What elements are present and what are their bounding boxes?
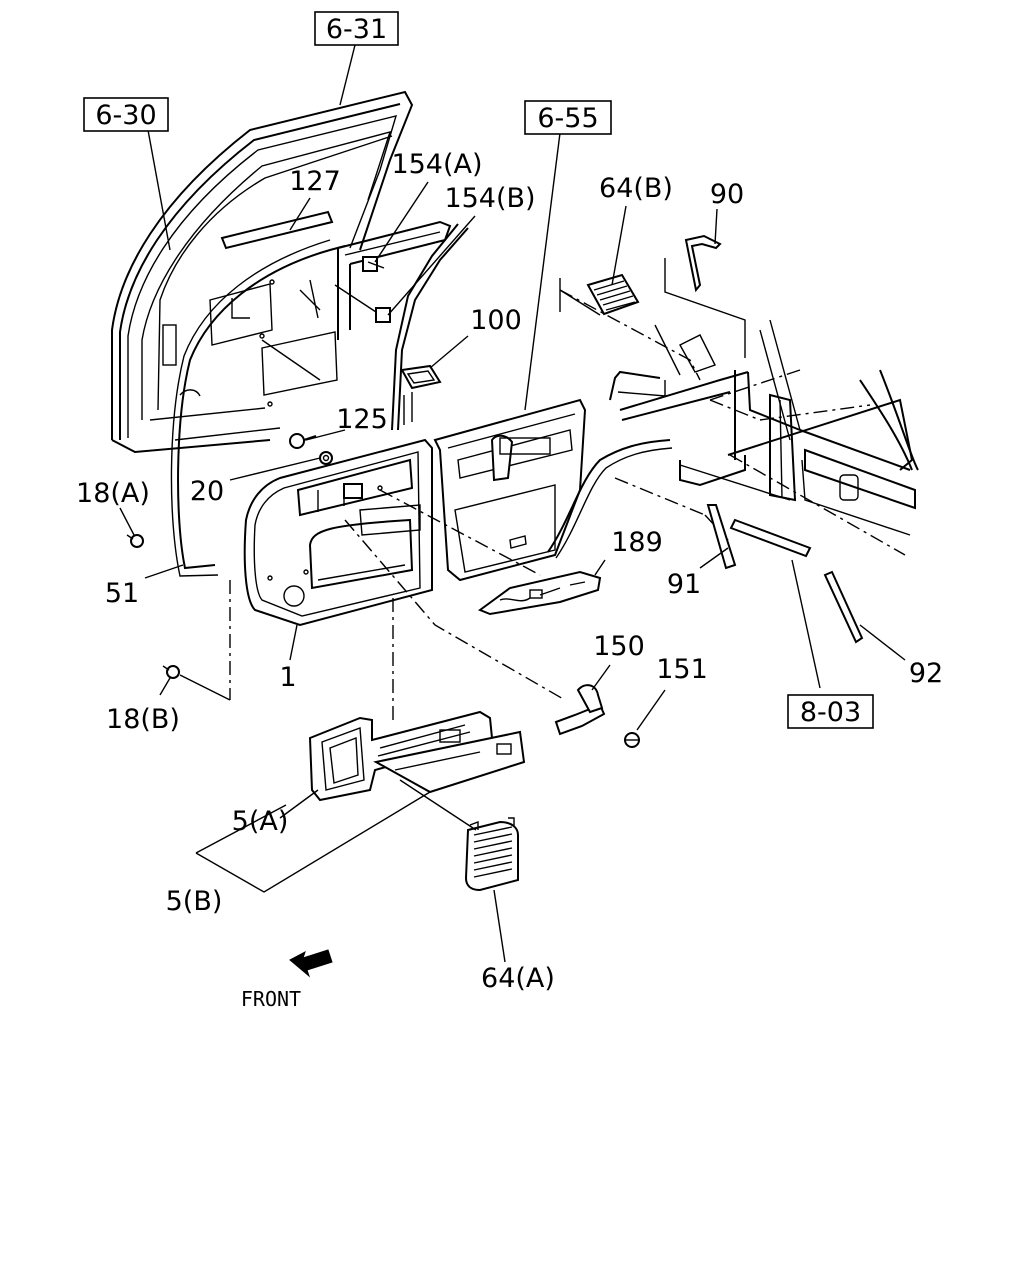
label-92: 92 (909, 658, 943, 689)
callout-box-6-31 (314, 11, 399, 46)
part-64b (586, 273, 640, 316)
label-5b: 5(B) (166, 886, 223, 917)
callout-box-8-03 (787, 694, 874, 729)
label-91: 91 (667, 569, 701, 600)
screw-125 (289, 433, 317, 449)
part-189 (477, 570, 602, 616)
label-64a: 64(A) (481, 963, 555, 994)
label-5a: 5(A) (232, 806, 289, 837)
part-64a (464, 817, 519, 892)
label-1: 1 (279, 662, 296, 693)
part-91 (706, 504, 737, 570)
rod-8-03 (729, 518, 812, 558)
label-18b: 18(B) (106, 704, 180, 735)
door-trim-panel-1 (243, 438, 433, 627)
label-154a: 154(A) (391, 149, 482, 180)
callout-box-6-55 (524, 100, 612, 135)
label-100: 100 (470, 305, 522, 336)
label-151: 151 (656, 654, 708, 685)
screw-151 (624, 732, 640, 748)
nut-20 (319, 451, 333, 465)
label-64b: 64(B) (599, 173, 673, 204)
part-5b (373, 730, 526, 794)
label-189: 189 (611, 527, 663, 558)
label-20: 20 (190, 476, 224, 507)
label-90: 90 (710, 179, 744, 210)
label-125: 125 (336, 404, 388, 435)
part-150 (554, 684, 606, 736)
clip-154a (362, 256, 385, 272)
callout-6-30: 6-30 (95, 100, 156, 131)
label-154b: 154(B) (444, 183, 535, 214)
callout-box-6-30 (83, 97, 169, 132)
weatherstrip-51 (177, 245, 346, 570)
clip-154b (375, 307, 391, 323)
callout-6-31: 6-31 (326, 14, 387, 45)
callout-leaders (119, 44, 906, 963)
clip-18a (126, 534, 144, 548)
callout-6-55: 6-55 (537, 103, 598, 134)
callout-8-03: 8-03 (800, 697, 861, 728)
part-90 (684, 234, 722, 293)
part-100 (400, 364, 442, 425)
label-18a: 18(A) (76, 478, 150, 509)
door-frame-drawing (111, 90, 452, 454)
label-51: 51 (105, 578, 139, 609)
part-92 (823, 570, 864, 644)
leader-lines (229, 289, 906, 725)
front-label: FRONT (241, 987, 301, 1011)
inner-door-panel (433, 398, 673, 582)
label-127: 127 (289, 166, 341, 197)
label-150: 150 (593, 631, 645, 662)
front-arrow-icon (289, 949, 333, 978)
cab-side-panel (559, 258, 919, 536)
clip-18b (162, 665, 180, 679)
